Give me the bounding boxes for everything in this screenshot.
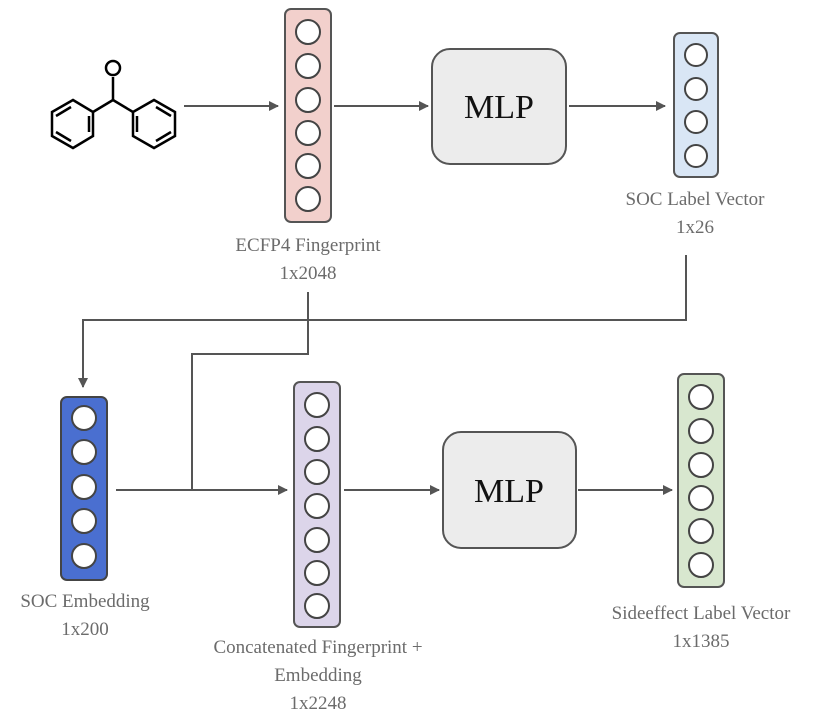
concat-label-line1: Concatenated Fingerprint +	[213, 637, 423, 658]
soc-embedding-caption: SOC Embedding 1x200	[0, 588, 170, 644]
soc-embedding-vector	[60, 396, 108, 581]
soc-label-vector-dim: 1x26	[676, 217, 714, 238]
soc-embedding-label: SOC Embedding	[20, 591, 150, 612]
fingerprint-caption: ECFP4 Fingerprint 1x2048	[188, 232, 428, 288]
concat-dim: 1x2248	[289, 693, 347, 714]
concat-label-line2: Embedding	[274, 665, 362, 686]
concat-vector	[293, 381, 341, 628]
mlp-top-label: MLP	[464, 89, 534, 126]
sideeffect-caption: Sideeffect Label Vector 1x1385	[578, 600, 820, 656]
fingerprint-label: ECFP4 Fingerprint	[235, 235, 381, 256]
connectors	[78, 101, 687, 495]
soc-label-vector	[673, 32, 719, 178]
concat-caption: Concatenated Fingerprint + Embedding 1x2…	[168, 634, 468, 718]
soc-label-vector-caption: SOC Label Vector 1x26	[590, 186, 800, 242]
sideeffect-dim: 1x1385	[672, 631, 730, 652]
ecfp4-fingerprint-vector	[284, 8, 332, 223]
mlp-box-top: MLP	[431, 48, 567, 165]
mlp-box-bottom: MLP	[442, 431, 577, 549]
connector-fingerprint-to-concat	[191, 292, 309, 490]
benzophenone-molecule-icon	[50, 59, 177, 150]
sideeffect-label: Sideeffect Label Vector	[611, 603, 791, 624]
soc-label-vector-label: SOC Label Vector	[625, 189, 765, 210]
sideeffect-label-vector	[677, 373, 725, 588]
mlp-bottom-label: MLP	[474, 473, 544, 510]
arrow-soc-label-to-embedding	[78, 255, 687, 388]
soc-embedding-dim: 1x200	[61, 619, 109, 640]
fingerprint-dim: 1x2048	[279, 263, 337, 284]
